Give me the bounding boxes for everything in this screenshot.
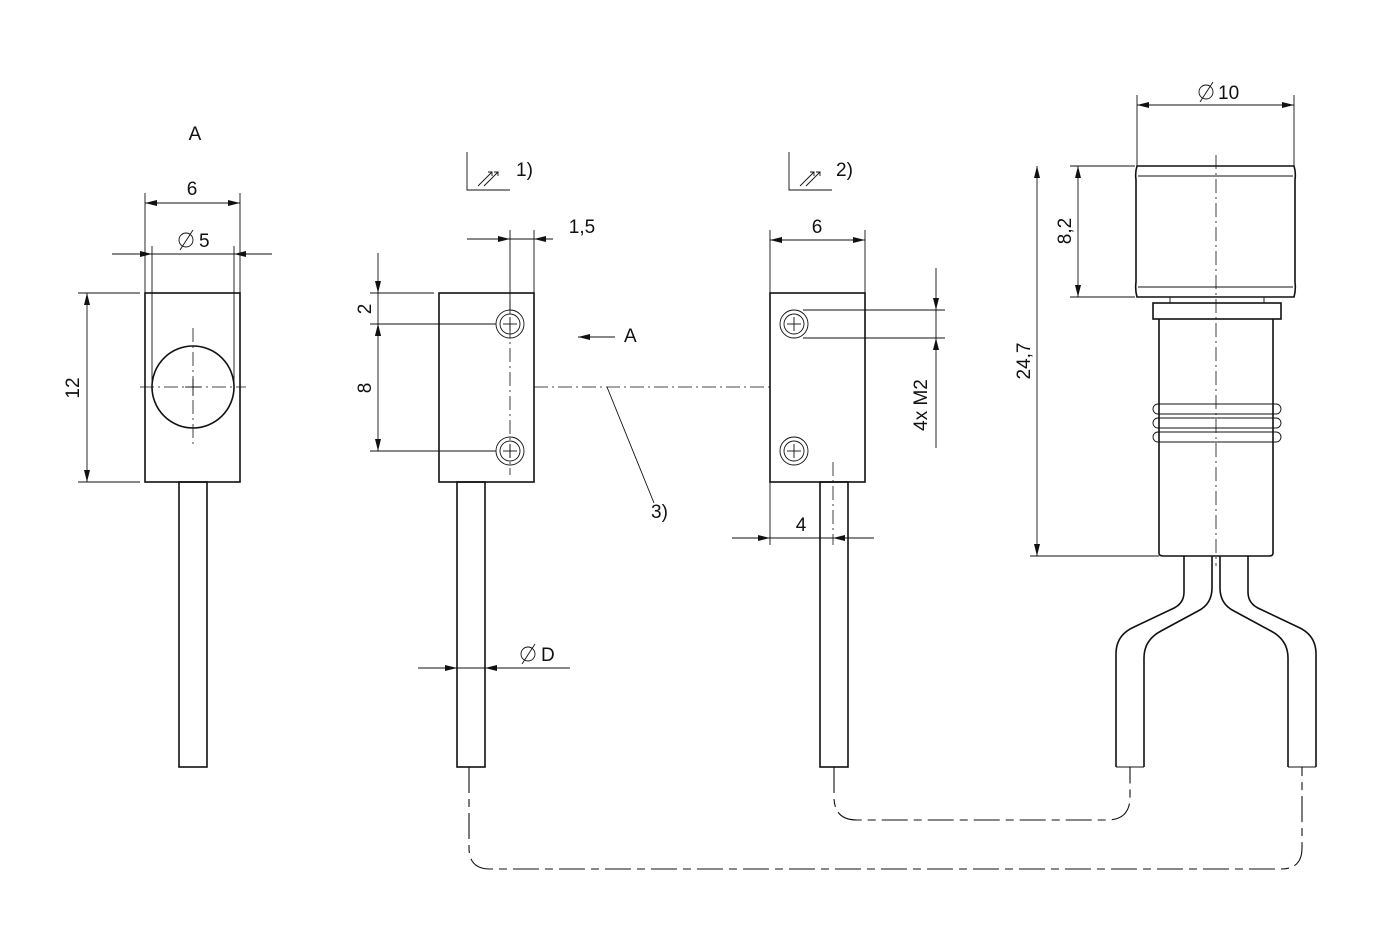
screw-hole-icon [779,436,809,466]
connector-nut [1134,165,1297,298]
sensor-2-view: 2) 6 4x M2 4 [732,152,945,768]
dim-label-4: 4 [796,515,807,536]
dim-label-1-5: 1,5 [569,217,595,238]
dim-label-8: 8 [355,383,376,394]
phantom-cable-inner [833,767,1131,821]
dim-label-dia-5: 5 [199,231,210,252]
dim-label-8-2: 8,2 [1055,218,1076,244]
diameter-symbol-icon [520,643,536,665]
sensor-1-view: 1) 1,5 2 8 [355,152,637,768]
sensor-body-front [144,292,241,483]
dim-label-dia-10: 10 [1218,83,1239,104]
diameter-symbol-icon [1198,81,1214,103]
cable-sensor-1 [456,481,486,768]
phantom-cable-outer [468,767,1303,870]
sensor-2-body [769,292,866,483]
view-arrow-label: A [624,326,637,347]
ref-note-1: 1) [516,160,533,181]
dim-label-12: 12 [63,377,84,398]
dim-label-thread: 4x M2 [911,379,932,431]
diameter-symbol-icon [178,229,194,251]
sensor-1-body [438,292,535,483]
dim-label-dia-d: D [541,645,555,666]
connector-body [1158,319,1274,557]
dim-label-6-right: 6 [812,217,823,238]
dim-label-2: 2 [355,304,376,315]
dim-label-24-7: 24,7 [1014,343,1035,380]
ref-note-3: 3) [651,502,668,523]
cable-split-left [1115,556,1185,767]
cable-left [178,481,208,768]
screw-hole-icon [779,309,809,339]
view-a-label: A [189,124,202,145]
beam-symbol-icon [466,152,510,191]
cable-sensor-2 [819,481,849,768]
ref-note-2: 2) [836,160,853,181]
dim-label-6-left: 6 [187,179,198,200]
cable-split-right [1219,556,1289,767]
view-a: A 6 5 12 [63,124,272,768]
beam-symbol-icon [788,152,832,191]
connector-view: 10 8,2 24,7 [1014,81,1317,768]
